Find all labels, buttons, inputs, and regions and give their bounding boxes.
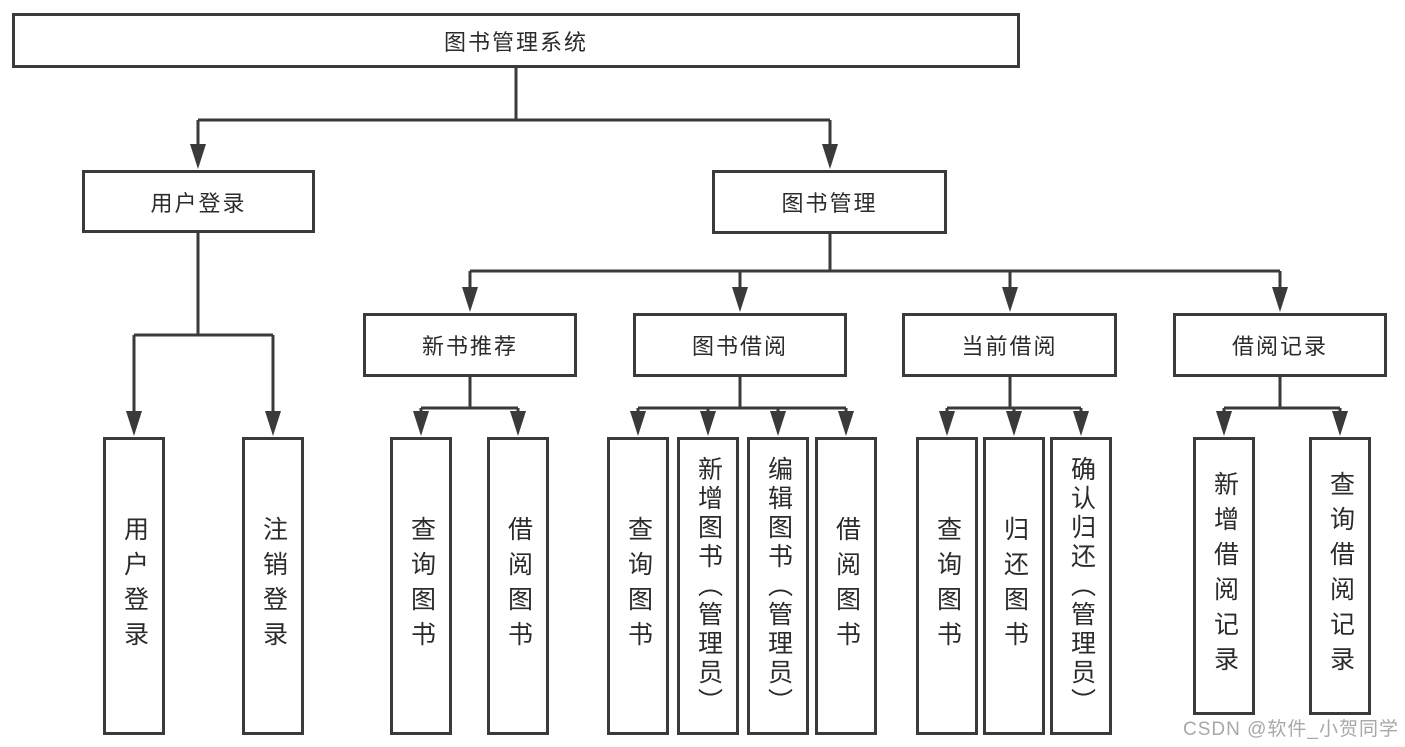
node-label: 图书管理系统	[443, 29, 588, 55]
node-current-borrowing: 当前借阅	[902, 313, 1117, 377]
leaf-records-query-record: 查询借阅记录	[1309, 437, 1371, 715]
leaf-borrowing-query-books: 查询图书	[607, 437, 669, 735]
node-label: 用户登录	[150, 190, 247, 216]
leaf-recommend-query-books: 查询图书	[390, 437, 452, 735]
node-label: 借阅图书	[832, 516, 861, 656]
node-label: 用户登录	[120, 516, 149, 656]
leaf-current-confirm-return-admin: 确认归还（管理员）	[1050, 437, 1112, 735]
node-label: 新增借阅记录	[1210, 471, 1239, 681]
leaf-records-add-record: 新增借阅记录	[1193, 437, 1255, 715]
node-label: 查询图书	[933, 516, 962, 656]
node-label: 查询图书	[624, 516, 653, 656]
leaf-user-login: 用户登录	[103, 437, 165, 735]
leaf-current-query-books: 查询图书	[916, 437, 978, 735]
node-label: 新书推荐	[421, 334, 518, 359]
node-label: 注销登录	[259, 516, 288, 656]
node-label: 查询借阅记录	[1326, 471, 1355, 681]
node-label: 新增图书（管理员）	[694, 455, 723, 717]
node-label: 借阅图书	[504, 516, 533, 656]
node-label: 图书借阅	[691, 334, 788, 359]
node-user-login: 用户登录	[82, 170, 315, 233]
leaf-logout: 注销登录	[242, 437, 304, 735]
node-library-management-system: 图书管理系统	[12, 13, 1020, 68]
leaf-borrowing-edit-books-admin: 编辑图书（管理员）	[747, 437, 809, 735]
leaf-recommend-borrow-books: 借阅图书	[487, 437, 549, 735]
node-label: 图书管理	[781, 191, 878, 216]
node-label: 当前借阅	[961, 334, 1058, 359]
leaf-borrowing-add-books-admin: 新增图书（管理员）	[677, 437, 739, 735]
node-label: 确认归还（管理员）	[1067, 455, 1096, 717]
node-new-book-recommend: 新书推荐	[363, 313, 577, 377]
leaf-borrowing-borrow-books: 借阅图书	[815, 437, 877, 735]
csdn-watermark: CSDN @软件_小贺同学	[1183, 719, 1399, 740]
node-label: 查询图书	[407, 516, 436, 656]
node-book-borrowing: 图书借阅	[633, 313, 847, 377]
leaf-current-return-books: 归还图书	[983, 437, 1045, 735]
arrowheads	[126, 144, 1348, 436]
node-label: 借阅记录	[1231, 334, 1328, 359]
node-borrowing-records: 借阅记录	[1173, 313, 1387, 377]
node-label: 归还图书	[1000, 516, 1029, 656]
node-label: 编辑图书（管理员）	[764, 455, 793, 717]
node-book-management: 图书管理	[712, 170, 947, 234]
